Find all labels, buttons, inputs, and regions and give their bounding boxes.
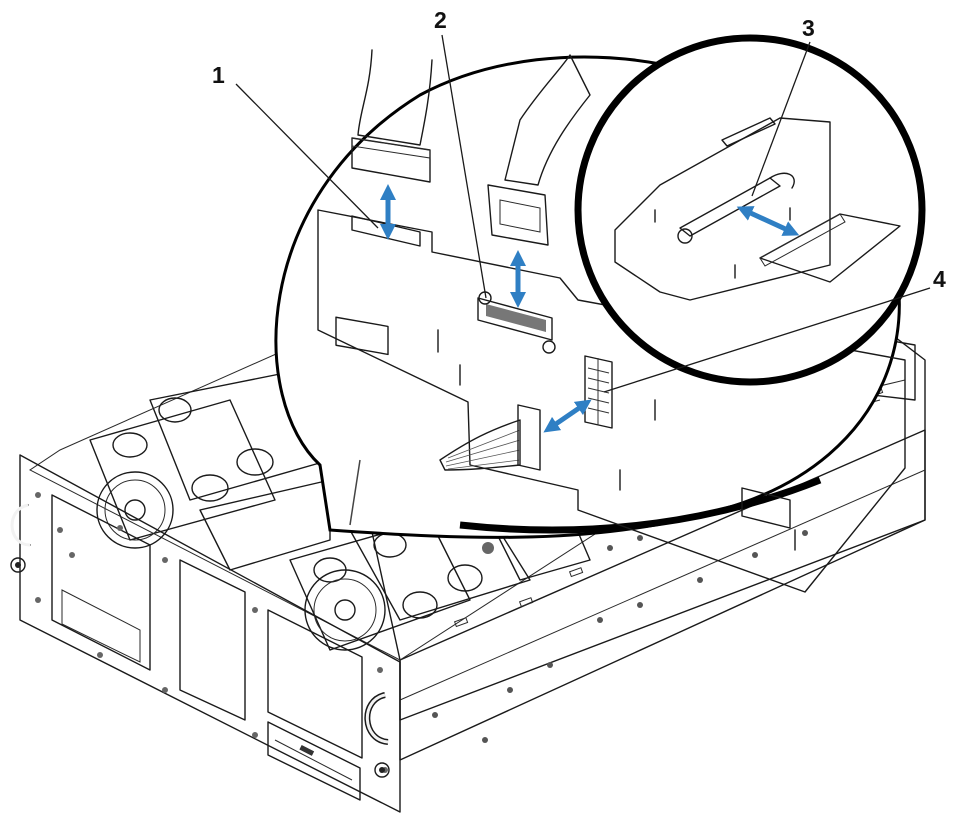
card-edge-connector (677, 172, 795, 244)
thumbscrew-icon (374, 762, 390, 778)
optical-drive (267, 721, 361, 801)
thumbscrew-icon (10, 557, 26, 573)
leader-1 (235, 83, 379, 229)
signal-connector (351, 215, 421, 247)
front-bezel (10, 454, 401, 813)
ribbon-cable-inset (759, 213, 901, 283)
sas-cable (487, 54, 591, 246)
callout-number-2: 2 (434, 7, 447, 33)
arrow-cable-4 (543, 399, 592, 433)
backplane-connector-right (741, 487, 791, 529)
power-cable (439, 404, 541, 471)
chassis-handle-icon (364, 692, 389, 745)
cooling-fan-icon (96, 471, 174, 549)
leader-2 (441, 34, 487, 299)
ribbon-cable-top (351, 49, 433, 183)
leader-3 (751, 41, 811, 197)
leader-4 (603, 287, 931, 393)
front-drive-bay-right (267, 609, 363, 759)
callout-number-3: 3 (802, 15, 815, 41)
callout-leaders (235, 34, 931, 393)
chassis-screw-holes (432, 530, 808, 743)
callout-number-1: 1 (212, 62, 225, 88)
front-opening (179, 559, 246, 721)
chassis-handle-icon (11, 504, 31, 546)
callout-number-4: 4 (933, 266, 946, 292)
cooling-fan-icon (304, 569, 386, 651)
arrow-cable-3 (736, 206, 800, 236)
backplane-connector-left (335, 316, 389, 356)
double-headed-arrow-icon (379, 183, 800, 433)
